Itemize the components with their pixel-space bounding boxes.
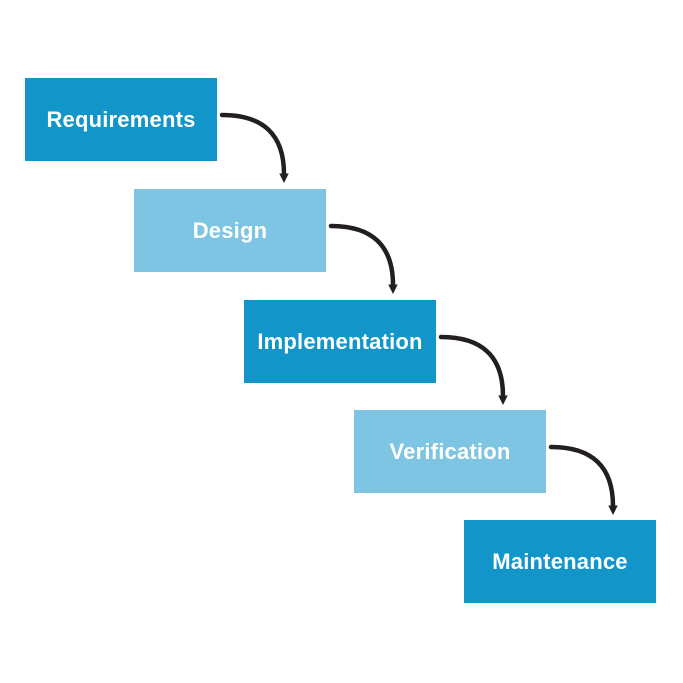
- step-maintenance: Maintenance: [464, 520, 656, 603]
- step-label: Verification: [389, 438, 511, 464]
- step-label: Requirements: [46, 106, 196, 132]
- curved-arrow-down-icon: [548, 444, 618, 515]
- curved-arrow-down-icon: [219, 112, 289, 183]
- step-verification: Verification: [354, 410, 546, 493]
- step-label: Maintenance: [492, 548, 628, 574]
- step-design: Design: [134, 189, 326, 272]
- step-implementation: Implementation: [244, 300, 436, 383]
- step-label: Design: [192, 217, 268, 243]
- step-label: Implementation: [257, 328, 423, 354]
- step-requirements: Requirements: [25, 78, 217, 161]
- curved-arrow-down-icon: [438, 334, 508, 405]
- curved-arrow-down-icon: [328, 223, 398, 294]
